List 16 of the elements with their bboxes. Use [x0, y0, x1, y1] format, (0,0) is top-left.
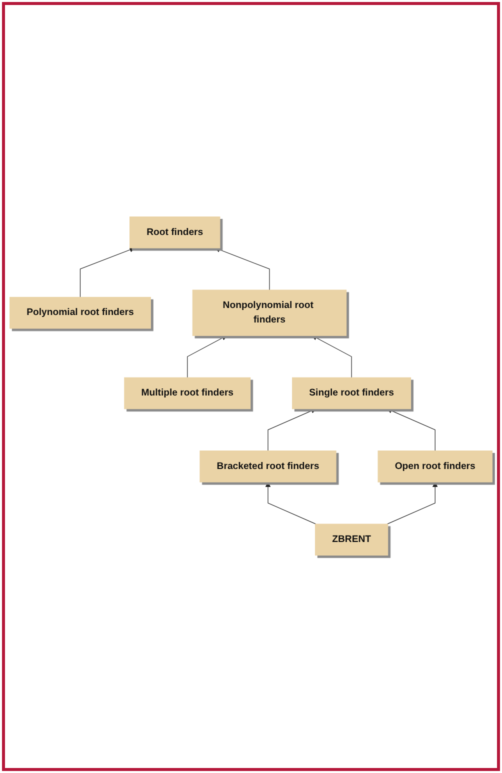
arrow [80, 248, 135, 298]
arrow [265, 482, 316, 525]
arrow [187, 336, 227, 378]
node-box: Multiple root finders [124, 378, 251, 410]
node-box: Nonpolynomial root finders [192, 290, 347, 336]
arrow [312, 336, 352, 378]
arrow [268, 408, 316, 452]
node-box: ZBRENT [314, 524, 388, 556]
node-box: Bracketed root finders [200, 451, 336, 483]
node-box: Single root finders [292, 378, 412, 410]
node-box: Polynomial root finders [10, 297, 151, 330]
arrow [386, 408, 436, 452]
arrow [214, 248, 270, 291]
node-box: Open root finders [378, 451, 492, 483]
arrow [386, 482, 438, 525]
node-box: Root finders [129, 216, 220, 249]
